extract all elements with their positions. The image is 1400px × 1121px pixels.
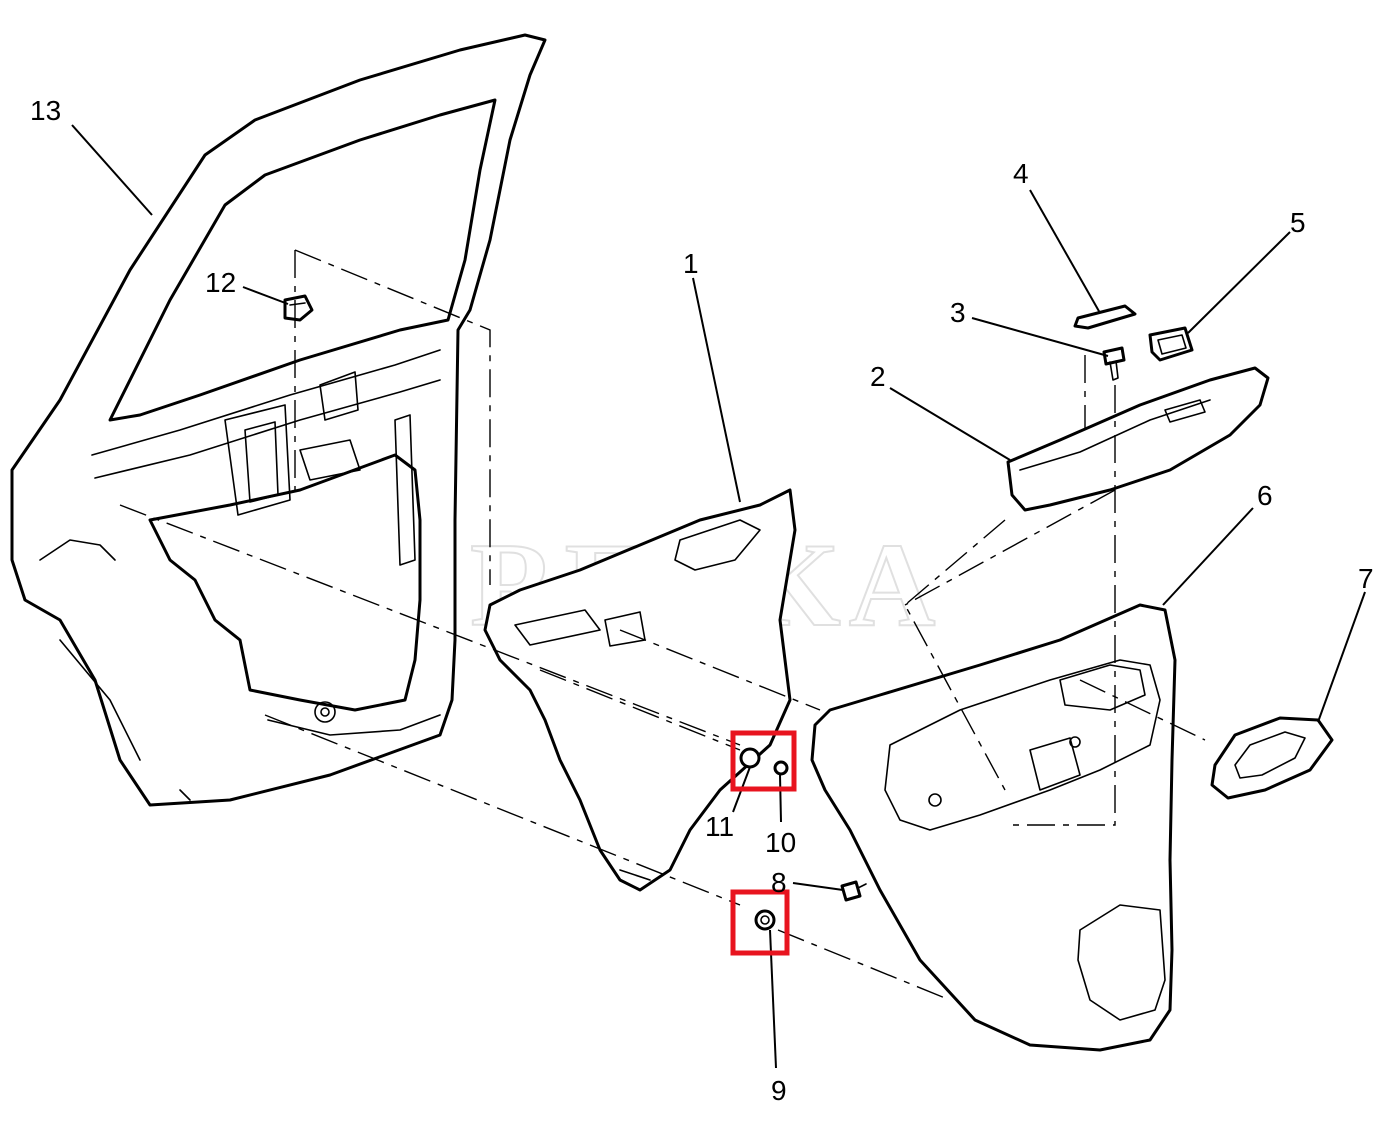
armrest-part-2 [1006,366,1270,512]
screw-part-8 [840,880,867,902]
callout-6: 6 [1257,480,1273,511]
screw-part-10 [773,760,789,776]
callout-13: 13 [30,95,61,126]
callout-8: 8 [771,867,787,898]
cover-part-4 [1073,304,1137,330]
leader-lines [71,124,1366,1069]
highlight-box-10-11 [730,730,797,792]
screw-part-3 [1102,346,1126,381]
callout-2: 2 [870,361,886,392]
door-frame-part-13 [10,33,547,807]
callout-labels: 13 12 1 2 3 4 5 6 7 8 9 10 11 [30,95,1374,1106]
trim-panel-part-6 [810,603,1177,1052]
water-deflector-part-1 [483,488,797,892]
callout-10: 10 [765,827,796,858]
grommet-part-11 [739,747,761,769]
highlight-box-9 [730,889,790,956]
push-pin-part-9 [754,909,776,931]
callout-9: 9 [771,1075,787,1106]
callout-1: 1 [683,248,699,279]
callout-12: 12 [205,267,236,298]
callout-3: 3 [950,297,966,328]
alignment-lines [119,249,1206,1001]
callout-11: 11 [705,811,734,842]
callout-5: 5 [1290,207,1306,238]
retainer-clip-part-12 [283,294,314,322]
callout-4: 4 [1013,158,1029,189]
handle-bezel-part-7 [1210,716,1334,800]
callout-7: 7 [1358,563,1374,594]
switch-part-5 [1148,326,1194,362]
